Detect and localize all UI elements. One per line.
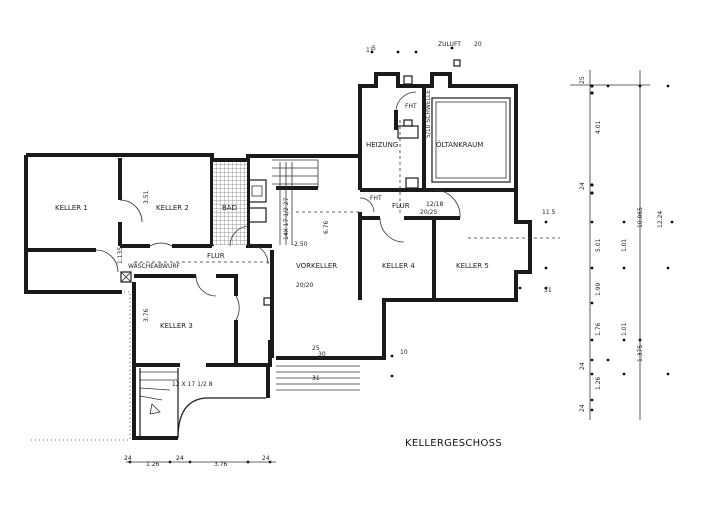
dim-right-total-2: 12.24 — [657, 211, 664, 228]
room-label-keller4: KELLER 4 — [382, 262, 415, 270]
label-k3-dim: 3.76 — [143, 308, 150, 322]
dim-misc-7: 10 — [400, 349, 408, 356]
dim-right-7: 1.01 — [621, 322, 628, 336]
heater — [397, 119, 419, 189]
dim-bottom-0: 24 — [124, 455, 132, 462]
label-flur-door2: 20/25 — [420, 209, 437, 216]
label-vork-dim: 6.76 — [323, 220, 330, 234]
dim-misc-1: 5 — [372, 45, 376, 52]
room-label-vorkeller: VORKELLER — [296, 262, 337, 270]
dimension-chain-right — [570, 70, 650, 420]
dim-right-1: 4.01 — [595, 120, 602, 134]
dashed-lines — [134, 120, 560, 263]
stairs-lower — [139, 368, 266, 439]
room-label-keller1: KELLER 1 — [55, 204, 88, 212]
dim-bottom-4: 24 — [262, 455, 270, 462]
dim-right-2: 24 — [579, 182, 586, 190]
dim-right-8: 24 — [579, 362, 586, 370]
label-zuluft-value: 20 — [474, 41, 482, 48]
room-label-keller2: KELLER 2 — [156, 204, 189, 212]
label-vorkeller-door: 20/20 — [296, 282, 313, 289]
label-bad-dim: 1.135 — [117, 247, 124, 264]
dim-right-5: 1.99 — [595, 282, 602, 296]
oil-tank — [431, 97, 511, 183]
dim-right-3: 5.01 — [595, 238, 602, 252]
label-stairs-upper: 14X 17 1/2 27 — [283, 197, 290, 240]
room-label-keller3: KELLER 3 — [160, 322, 193, 330]
label-zuluft: ZULUFT — [438, 41, 461, 48]
inner-walls — [26, 86, 516, 365]
label-waescheabwurf: WÄSCHEABWURF — [128, 263, 181, 270]
stairs-upper — [272, 159, 360, 245]
dim-right-total-1: 10.865 — [637, 207, 644, 228]
room-label-keller5: KELLER 5 — [456, 262, 489, 270]
label-fht-bottom: FHT — [370, 195, 382, 202]
door-swings — [95, 91, 461, 321]
dim-misc-0: 11 — [366, 47, 374, 54]
dim-bottom-1: 1.26 — [146, 461, 160, 468]
outer-walls — [24, 72, 532, 440]
dim-misc-6: 31 — [312, 375, 320, 382]
label-schwelle: 5/10 SCHWELLE — [425, 90, 432, 138]
dim-right-10: 24 — [579, 404, 586, 412]
dim-bottom-2: 24 — [176, 455, 184, 462]
label-k2-dim: 3.51 — [143, 190, 150, 204]
bathroom-tiles — [213, 162, 247, 245]
dim-misc-5: 30 — [318, 351, 326, 358]
room-label-oeltankraum: ÖLTANKRAUM — [436, 140, 483, 149]
small-squares — [120, 59, 461, 306]
dimension-dots — [128, 46, 674, 464]
dim-misc-2: 51 — [544, 287, 552, 294]
room-label-bad: BAD — [222, 204, 237, 212]
dim-bottom-3: 3.76 — [214, 461, 228, 468]
dim-misc-3: 11 5 — [542, 209, 556, 216]
terrace-area — [28, 291, 131, 441]
room-label-flur-right: FLUR — [392, 202, 410, 210]
dim-misc-4: 25 — [312, 345, 320, 352]
dim-right-total-3: 1.375 — [637, 345, 644, 362]
label-level: -2.50 — [292, 241, 308, 248]
room-label-heizung: HEIZUNG — [366, 141, 398, 149]
dim-right-4: 1.01 — [621, 238, 628, 252]
stairs-outside — [276, 365, 360, 391]
dim-right-6: 1.76 — [595, 322, 602, 336]
plan-title: KELLERGESCHOSS — [405, 438, 502, 449]
label-flur-door: 12/18 — [426, 201, 443, 208]
dim-right-0: 25 — [579, 76, 586, 84]
label-fht-top: FHT — [405, 103, 417, 110]
dim-right-9: 1.26 — [595, 376, 602, 390]
bath-fixtures — [247, 179, 267, 223]
label-stairs-main: 12 X 17 1/2 8 — [172, 381, 213, 388]
room-label-flur-left: FLUR — [207, 252, 225, 260]
